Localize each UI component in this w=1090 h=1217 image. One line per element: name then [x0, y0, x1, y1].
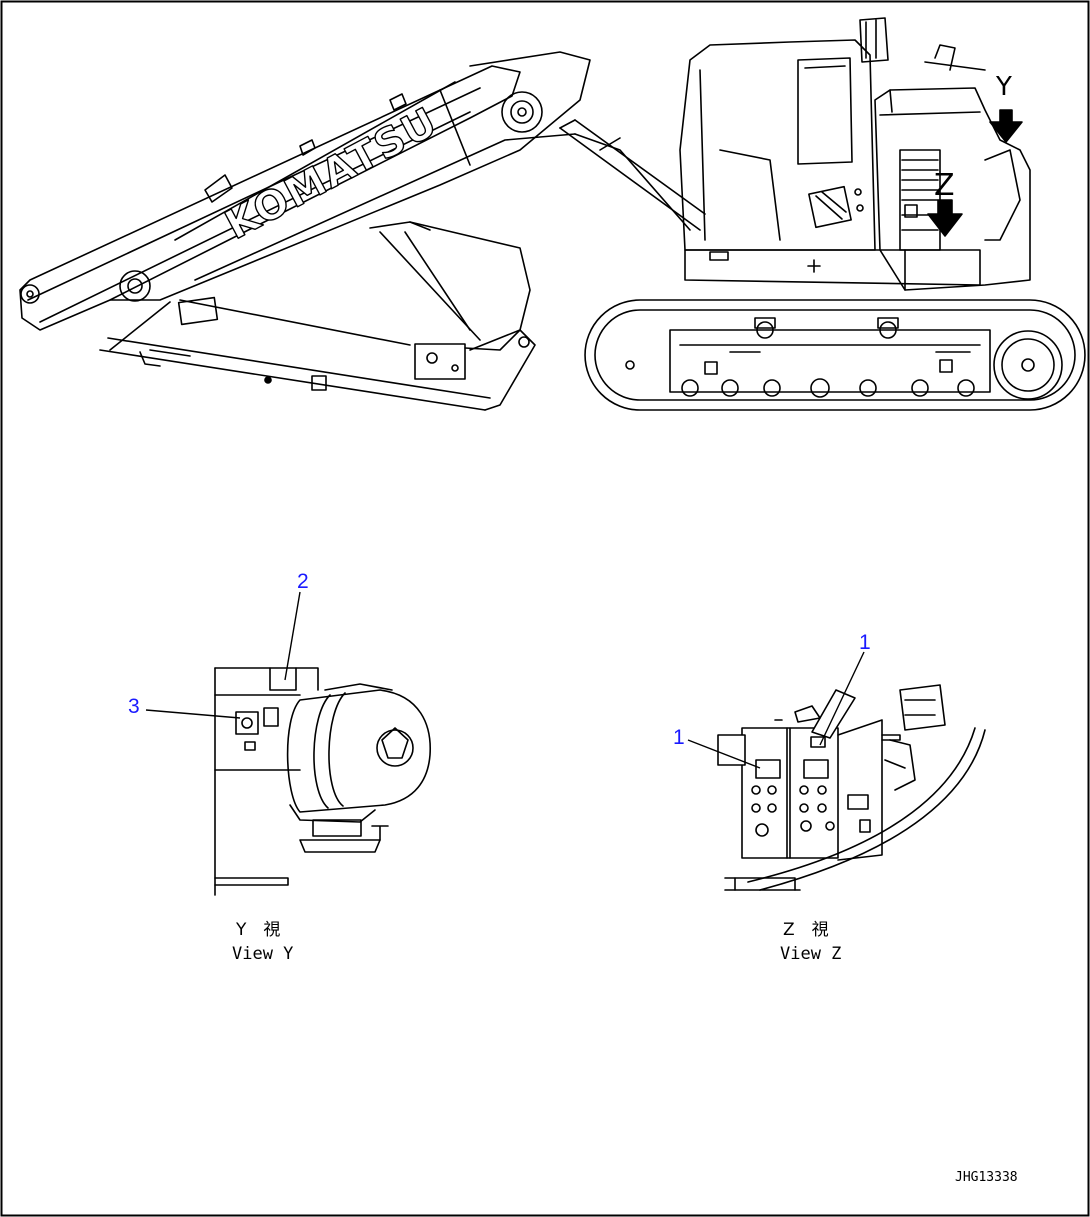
- view-y-detail: [214, 667, 431, 896]
- bucket-linkage: [109, 221, 536, 411]
- callout-1-upper: 1: [859, 631, 871, 654]
- view-y-caption-en: View Y: [232, 944, 294, 964]
- crawler-track: [584, 299, 1086, 411]
- view-y-caption-jp: Y 視: [236, 920, 281, 940]
- view-z-caption-en: View Z: [780, 944, 842, 964]
- arm-cylinder: [99, 337, 491, 411]
- callout-2: 2: [297, 570, 309, 593]
- view-y-marker: Y: [995, 72, 1012, 102]
- callout-1-left: 1: [673, 726, 685, 749]
- revolving-frame: [684, 249, 981, 291]
- view-y-arrow: Y: [989, 72, 1023, 143]
- arm: [19, 65, 521, 331]
- view-y-leaders: [145, 591, 301, 719]
- excavator-side-view: KOMATSU: [19, 17, 1086, 411]
- operator-cab: [679, 17, 889, 251]
- view-z-leaders: [687, 651, 865, 769]
- boom: [109, 51, 691, 302]
- view-z-caption-jp: Z 視: [783, 920, 829, 940]
- drawing-number: JHG13338: [955, 1170, 1018, 1185]
- boom-cylinder: [559, 119, 706, 231]
- callout-3: 3: [128, 695, 140, 718]
- view-z-arrow: Z: [927, 168, 963, 237]
- view-z-detail: [717, 684, 986, 891]
- brand-lettering: KOMATSU: [218, 99, 446, 249]
- view-z-marker: Z: [934, 168, 955, 203]
